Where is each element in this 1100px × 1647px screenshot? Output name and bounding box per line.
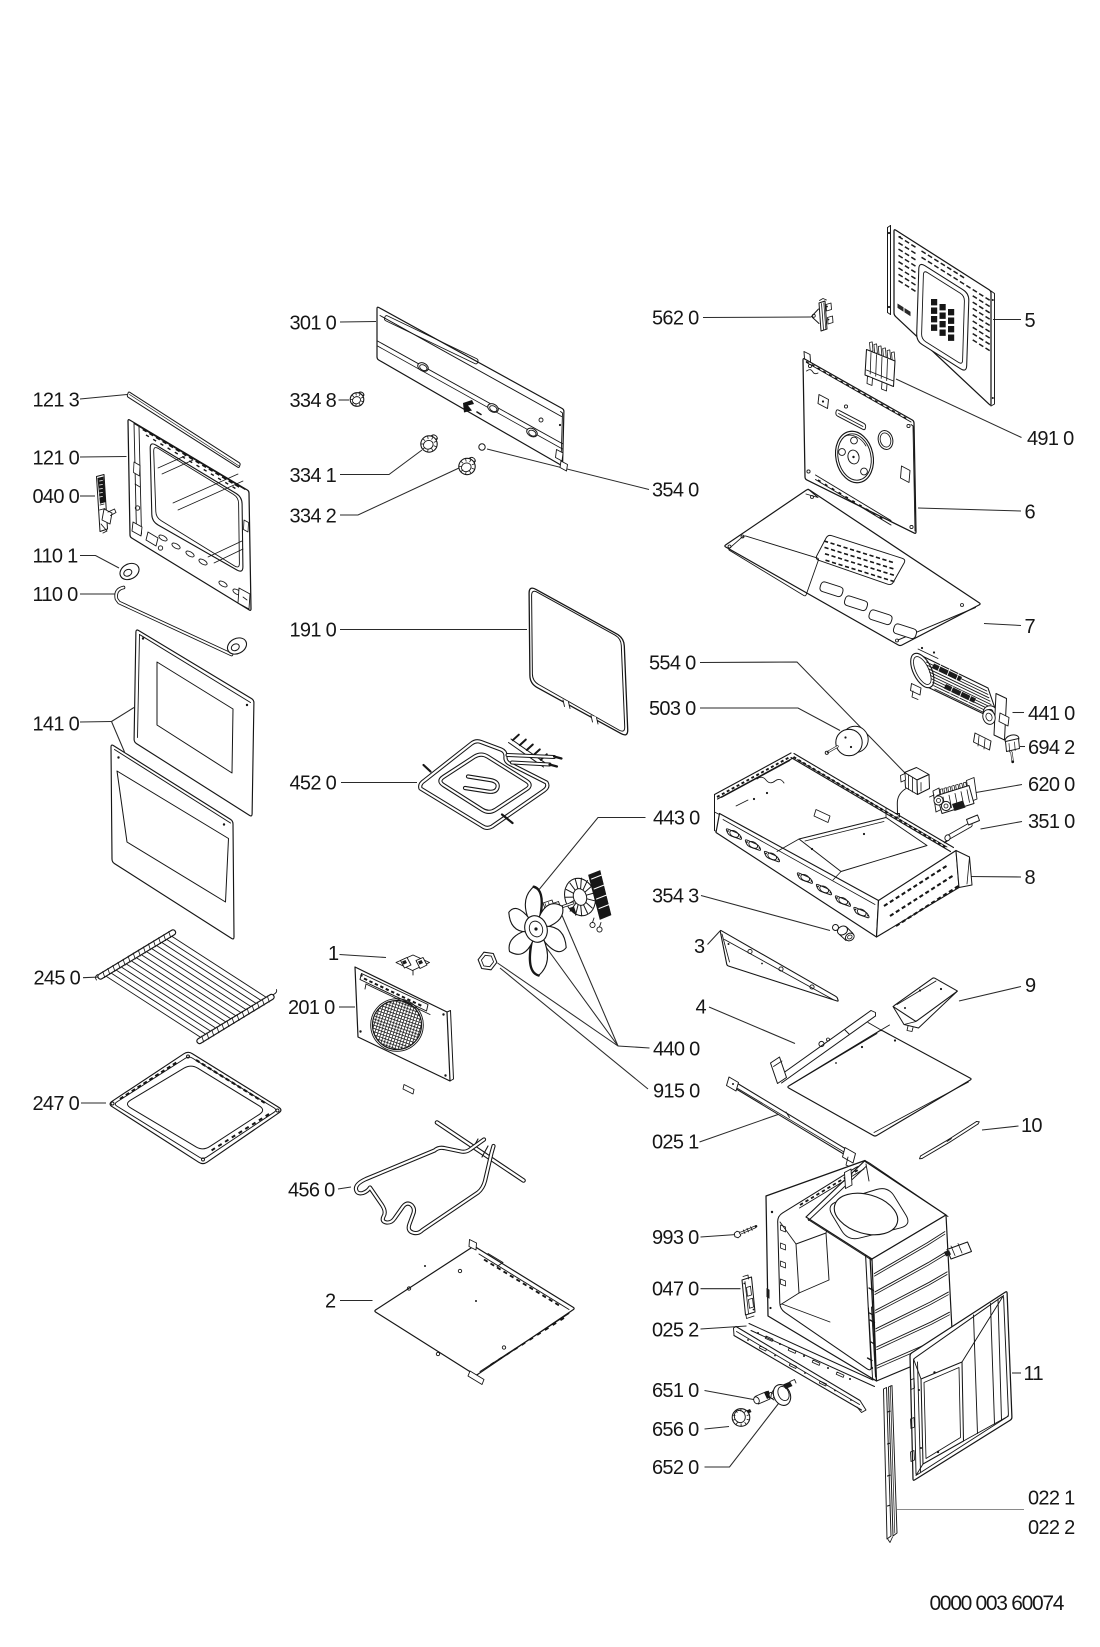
svg-text:022 1: 022 1 (1028, 1488, 1075, 1510)
svg-text:191 0: 191 0 (290, 620, 337, 642)
svg-text:620 0: 620 0 (1028, 774, 1075, 796)
svg-text:441 0: 441 0 (1028, 703, 1075, 725)
svg-text:554 0: 554 0 (649, 653, 696, 675)
svg-text:0000 003 60074: 0000 003 60074 (930, 1592, 1065, 1615)
svg-text:025 2: 025 2 (652, 1320, 699, 1342)
svg-text:121 3: 121 3 (33, 390, 80, 412)
svg-text:8: 8 (1025, 867, 1036, 889)
svg-text:1: 1 (328, 943, 339, 965)
svg-text:4: 4 (696, 997, 707, 1019)
svg-text:110 0: 110 0 (33, 584, 79, 606)
svg-text:110 1: 110 1 (33, 546, 79, 568)
svg-text:915 0: 915 0 (653, 1081, 700, 1103)
svg-text:040 0: 040 0 (33, 486, 80, 508)
svg-text:354 3: 354 3 (652, 886, 699, 908)
svg-text:491 0: 491 0 (1027, 428, 1074, 450)
svg-text:5: 5 (1025, 310, 1036, 332)
svg-text:2: 2 (325, 1291, 336, 1313)
svg-text:022 2: 022 2 (1028, 1517, 1075, 1539)
svg-text:443 0: 443 0 (653, 808, 700, 830)
svg-text:301 0: 301 0 (290, 313, 337, 335)
svg-text:993 0: 993 0 (652, 1227, 699, 1249)
svg-text:694 2: 694 2 (1028, 737, 1075, 759)
svg-text:334 1: 334 1 (290, 465, 337, 487)
svg-text:562 0: 562 0 (652, 308, 699, 330)
svg-text:351 0: 351 0 (1028, 811, 1075, 833)
svg-text:025 1: 025 1 (652, 1132, 699, 1154)
svg-text:247 0: 247 0 (33, 1093, 80, 1115)
svg-text:11: 11 (1024, 1363, 1044, 1385)
svg-text:6: 6 (1025, 502, 1036, 524)
svg-text:9: 9 (1025, 975, 1036, 997)
svg-text:141 0: 141 0 (33, 714, 80, 736)
svg-text:503 0: 503 0 (649, 698, 696, 720)
svg-text:652 0: 652 0 (652, 1457, 699, 1479)
svg-text:334 2: 334 2 (290, 506, 337, 528)
svg-text:121 0: 121 0 (33, 447, 80, 469)
svg-text:334 8: 334 8 (290, 390, 337, 412)
svg-text:10: 10 (1021, 1115, 1042, 1137)
svg-text:245 0: 245 0 (34, 968, 81, 990)
svg-text:456 0: 456 0 (288, 1180, 335, 1202)
svg-text:354 0: 354 0 (652, 480, 699, 502)
svg-text:656 0: 656 0 (652, 1419, 699, 1441)
svg-text:7: 7 (1025, 616, 1036, 638)
svg-text:3: 3 (694, 936, 705, 958)
svg-text:452 0: 452 0 (290, 773, 337, 795)
svg-text:201 0: 201 0 (288, 997, 335, 1019)
svg-text:047 0: 047 0 (652, 1279, 699, 1301)
svg-text:440 0: 440 0 (653, 1039, 700, 1061)
svg-text:651 0: 651 0 (652, 1380, 699, 1402)
